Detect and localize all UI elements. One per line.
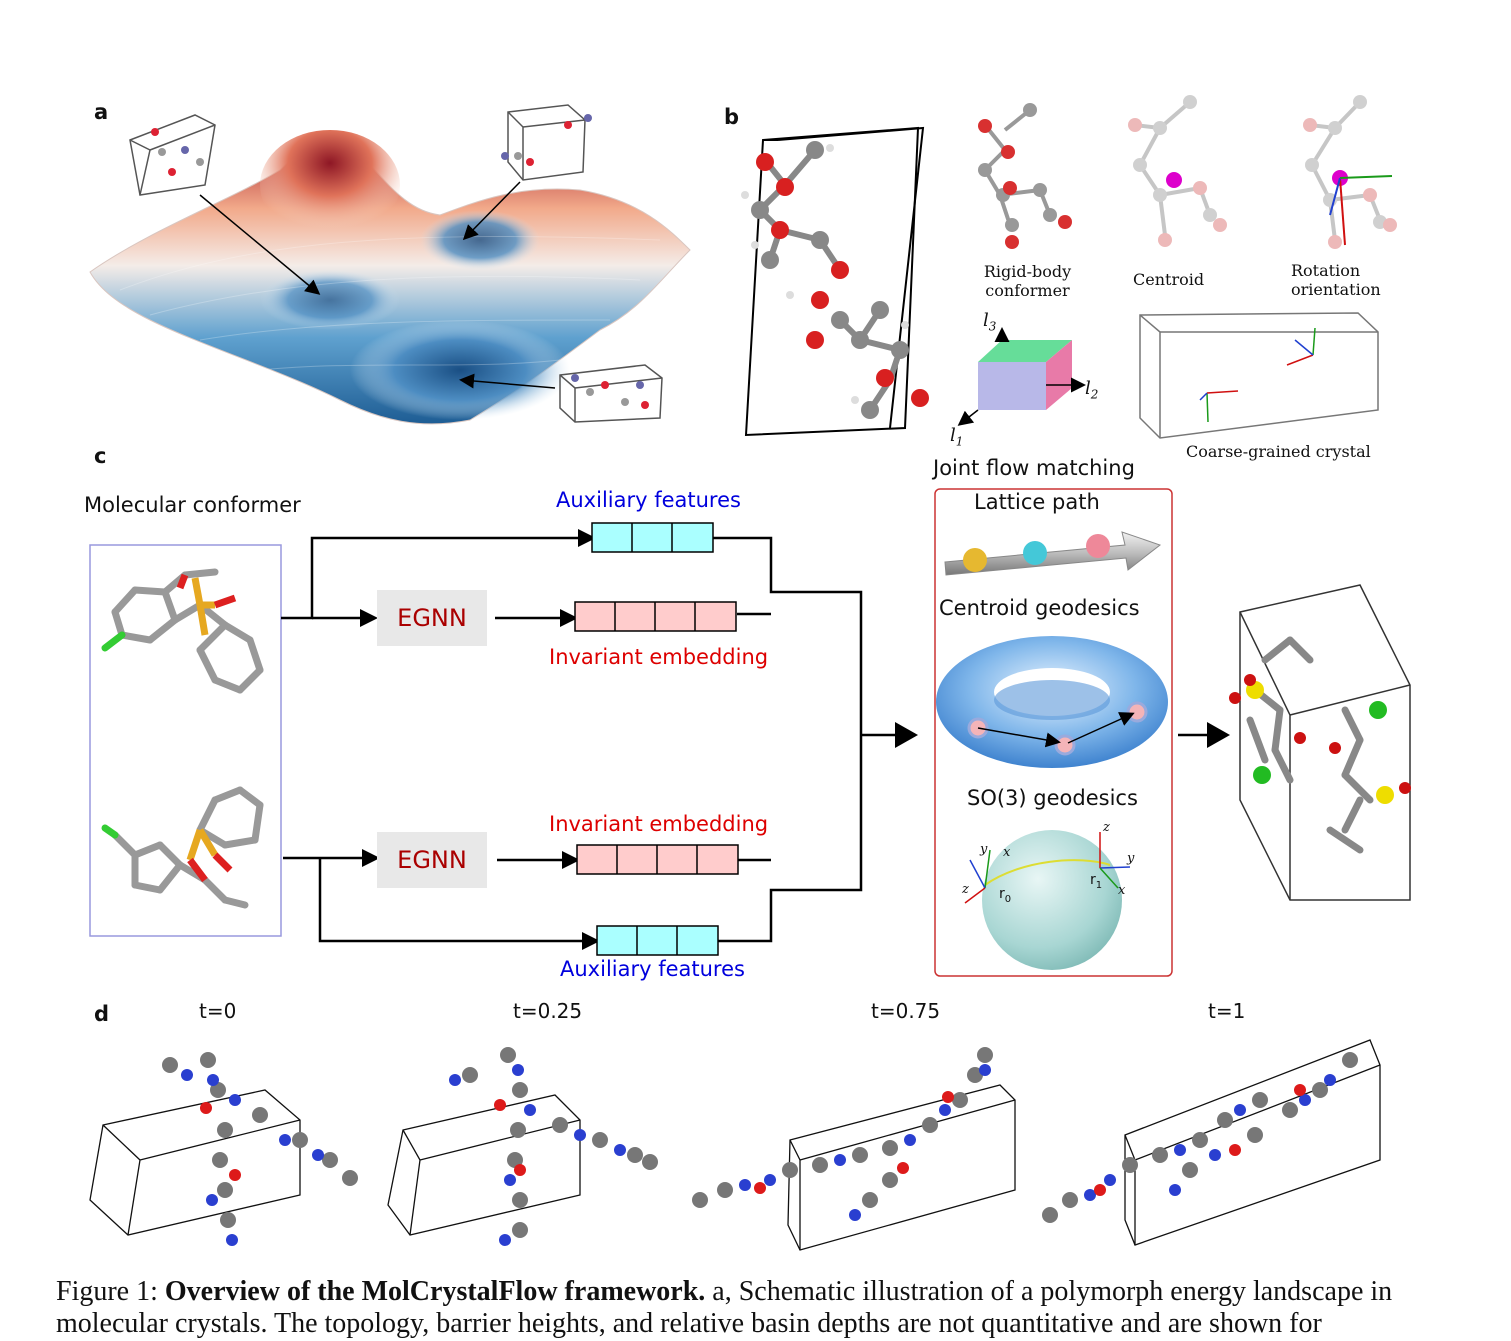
- rotation-label-2: orientation: [1291, 280, 1381, 299]
- lattice-path-label: Lattice path: [974, 490, 1100, 514]
- invariant-embedding-top-label: Invariant embedding: [549, 645, 769, 669]
- egnn-box-top: [377, 590, 487, 646]
- torus-icon: [936, 636, 1168, 768]
- joint-flow-box: [934, 488, 1173, 977]
- rotation-molecule: [1303, 95, 1397, 249]
- centroid-label: Centroid: [1133, 270, 1205, 289]
- snapshot-cells: [89, 1039, 1381, 1251]
- conformer-molecule-bottom: [101, 786, 264, 909]
- time-label-3: t=1: [1208, 999, 1246, 1023]
- centroid-geodesics-label: Centroid geodesics: [939, 596, 1140, 620]
- aux-features-bottom: [596, 925, 719, 956]
- time-label-2: t=0.75: [871, 999, 941, 1023]
- egnn-top-label: EGNN: [397, 604, 467, 632]
- time-label-0: t=0: [199, 999, 237, 1023]
- time-label-1: t=0.25: [513, 999, 583, 1023]
- lattice-vector-l2: l2: [1085, 378, 1099, 402]
- egnn-box-bottom: [377, 832, 487, 888]
- lattice-cube: [957, 327, 1086, 426]
- unit-cell-b: [744, 126, 925, 437]
- aux-features-top-label: Auxiliary features: [556, 488, 741, 512]
- figure-caption: Figure 1: Overview of the MolCrystalFlow…: [56, 1276, 1393, 1339]
- molecule-b-main: [741, 141, 929, 419]
- r1-label: r1: [1090, 872, 1103, 891]
- rotation-axis-x: [1339, 177, 1346, 246]
- caption-bold-title: Overview of the MolCrystalFlow framework…: [164, 1276, 706, 1307]
- lattice-path-arrow: [944, 531, 1162, 576]
- centroid-molecule: [1128, 95, 1227, 247]
- rotation-axis-y: [1339, 175, 1393, 179]
- panel-letter-a: a: [94, 100, 109, 124]
- axis-y-left: y: [980, 842, 988, 857]
- centroid-point: [1166, 172, 1182, 188]
- panel-letter-d: d: [94, 1002, 110, 1026]
- r0-label: r0: [999, 886, 1012, 905]
- coarse-grained-label: Coarse-grained crystal: [1186, 442, 1371, 461]
- output-crystal-cell: [1239, 584, 1411, 901]
- rigid-body-conformer-molecule: [978, 103, 1072, 249]
- panel-letter-c: c: [94, 444, 107, 468]
- rotation-axis-z: [1329, 177, 1341, 216]
- joint-flow-label: Joint flow matching: [933, 456, 1135, 480]
- conformer-box: [89, 544, 282, 937]
- conformer-molecule-top: [101, 568, 264, 694]
- axis-x-left: x: [1003, 845, 1011, 860]
- crystal-cell-icon: [129, 104, 663, 423]
- lattice-vector-l3: l3: [983, 310, 997, 334]
- rigid-body-label-2: conformer: [985, 281, 1070, 300]
- aux-features-bottom-label: Auxiliary features: [560, 957, 745, 981]
- coarse-grained-cell: [1139, 312, 1379, 439]
- egnn-bottom-label: EGNN: [397, 846, 467, 874]
- so3-sphere-icon: [964, 830, 1131, 970]
- molecular-conformer-label: Molecular conformer: [84, 493, 301, 517]
- snapshot-molecules: [162, 1047, 1358, 1246]
- axis-x-right: x: [1118, 883, 1126, 898]
- lattice-vector-l1: l1: [950, 425, 964, 449]
- invariant-embedding-top: [574, 601, 737, 632]
- aux-features-top: [591, 522, 714, 553]
- rotation-label-1: Rotation: [1291, 261, 1361, 280]
- panel-letter-b: b: [724, 105, 740, 129]
- axis-z-left: z: [962, 882, 969, 897]
- molecule-icon: [151, 114, 649, 409]
- output-crystal-molecules: [1229, 636, 1411, 854]
- rigid-body-label-1: Rigid-body: [983, 262, 1072, 281]
- axis-z-right: z: [1103, 820, 1110, 835]
- axis-y-right: y: [1127, 851, 1135, 866]
- invariant-embedding-bottom: [576, 844, 739, 875]
- invariant-embedding-bottom-label: Invariant embedding: [549, 812, 769, 836]
- so3-geodesics-label: SO(3) geodesics: [967, 786, 1138, 810]
